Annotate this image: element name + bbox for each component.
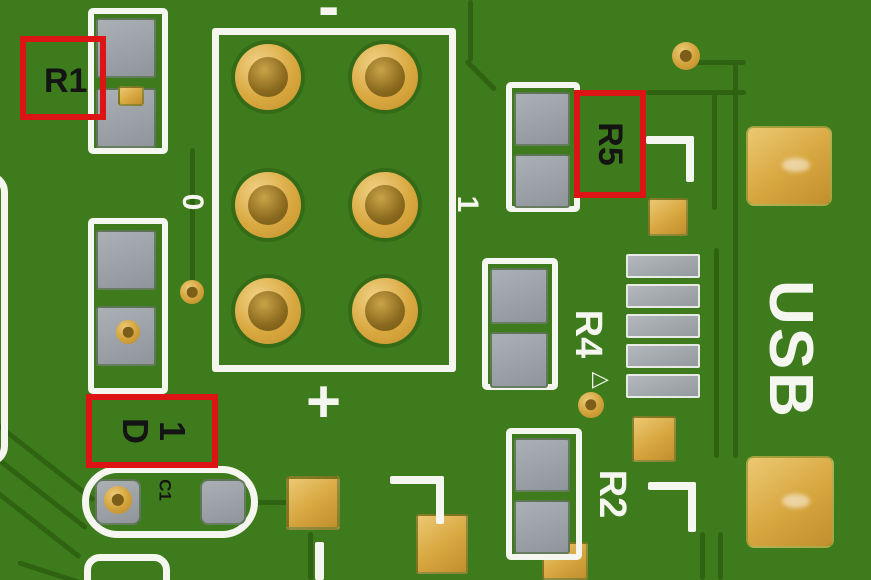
usb-connector-pad [746, 456, 834, 548]
through-hole-pad [235, 44, 301, 110]
copper-trace [256, 500, 290, 505]
smd-pad [96, 230, 156, 290]
via [116, 320, 140, 344]
copper-trace [308, 532, 313, 580]
label-r2: R2 [591, 469, 633, 519]
copper-trace [692, 60, 746, 65]
smd-pad [490, 268, 548, 324]
smd-pad [514, 154, 570, 208]
polarity-mark-icon: ▷ [592, 366, 609, 391]
silkscreen-tick [315, 542, 324, 580]
silkscreen-bracket [390, 476, 444, 484]
ic-pad [626, 254, 700, 278]
resistor-r2-footprint [506, 428, 582, 560]
through-hole-pad [352, 44, 418, 110]
ic-pad [626, 344, 700, 368]
copper-trace [468, 0, 473, 62]
ic-pad [626, 374, 700, 398]
solder-pad-gold [416, 514, 468, 574]
label-c1: C1 [155, 479, 175, 501]
silkscreen-bracket [686, 136, 694, 182]
label-minus: - [318, 0, 340, 42]
copper-trace [464, 58, 498, 92]
via [104, 486, 132, 514]
silkscreen-outline-bottom [84, 554, 170, 580]
smd-pad [514, 500, 570, 554]
annotation-label-r5: R5 [591, 122, 629, 166]
silkscreen-bracket [648, 482, 696, 490]
solder-pad-gold [286, 476, 340, 530]
solder-pad-gold [648, 198, 688, 236]
via [578, 392, 604, 418]
silkscreen-bracket [688, 482, 696, 532]
through-hole-pad [352, 172, 418, 238]
label-zero: 0 [176, 193, 209, 211]
via [180, 280, 204, 304]
usb-connector-pad [746, 126, 832, 206]
copper-trace [718, 532, 723, 580]
copper-trace [190, 148, 195, 288]
annotation-label-r1: R1 [44, 62, 88, 100]
through-hole-pad [352, 278, 418, 344]
connector-footprint [212, 28, 456, 372]
label-usb: USB [756, 280, 825, 420]
smd-pad [514, 438, 570, 492]
pad-highlight [782, 158, 810, 172]
ic-pad [626, 284, 700, 308]
through-hole-pad [235, 278, 301, 344]
resistor-r4-footprint [482, 258, 558, 390]
silkscreen-bracket [646, 136, 694, 144]
ic-pad [626, 314, 700, 338]
copper-trace [646, 90, 746, 95]
diode-d1-footprint [88, 218, 168, 394]
via [672, 42, 700, 70]
copper-trace [700, 532, 705, 580]
label-r4: R4 [567, 309, 609, 359]
copper-trace [714, 248, 719, 458]
through-hole-pad [235, 172, 301, 238]
smd-pad [514, 92, 570, 146]
silkscreen-bracket [436, 476, 444, 524]
smd-pad [490, 332, 548, 388]
label-plus: + [306, 368, 342, 435]
copper-trace [733, 62, 738, 458]
solder-pad-gold [118, 86, 144, 106]
silkscreen-outline-left [0, 172, 8, 466]
solder-pad-gold [632, 416, 676, 462]
resistor-r5-footprint [506, 82, 580, 212]
label-one: 1 [451, 195, 484, 213]
copper-trace [0, 418, 96, 503]
pad-highlight [782, 494, 810, 508]
annotation-box-d1[interactable]: D 1 [86, 394, 218, 468]
annotation-label-d1: D 1 [114, 418, 193, 444]
annotation-box-r5[interactable]: R5 [574, 90, 646, 198]
smd-pad [200, 479, 246, 525]
copper-trace [0, 486, 82, 560]
smd-pad [96, 18, 156, 78]
copper-trace [712, 94, 717, 210]
annotation-box-r1[interactable]: R1 [20, 36, 106, 120]
